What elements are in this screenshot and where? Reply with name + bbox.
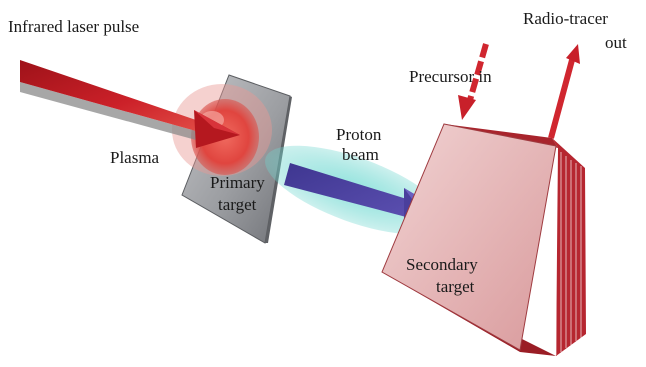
secondary-target [381,123,586,356]
label-radio-tracer-2: out [605,33,627,52]
label-primary-target-1: Primary [210,173,265,192]
label-infrared-laser-pulse: Infrared laser pulse [8,17,139,36]
label-precursor-in: Precursor in [409,67,492,86]
label-primary-target-2: target [218,195,257,214]
label-secondary-target-2: target [436,277,475,296]
radio-tracer-out-arrow [548,44,580,139]
label-plasma: Plasma [110,148,160,167]
laser-pulse-arrow [20,60,240,148]
label-secondary-target-1: Secondary [406,255,478,274]
label-radio-tracer-1: Radio-tracer [523,9,608,28]
label-proton-beam-2: beam [342,145,379,164]
precursor-in-arrow [458,43,489,120]
label-proton-beam-1: Proton [336,125,382,144]
